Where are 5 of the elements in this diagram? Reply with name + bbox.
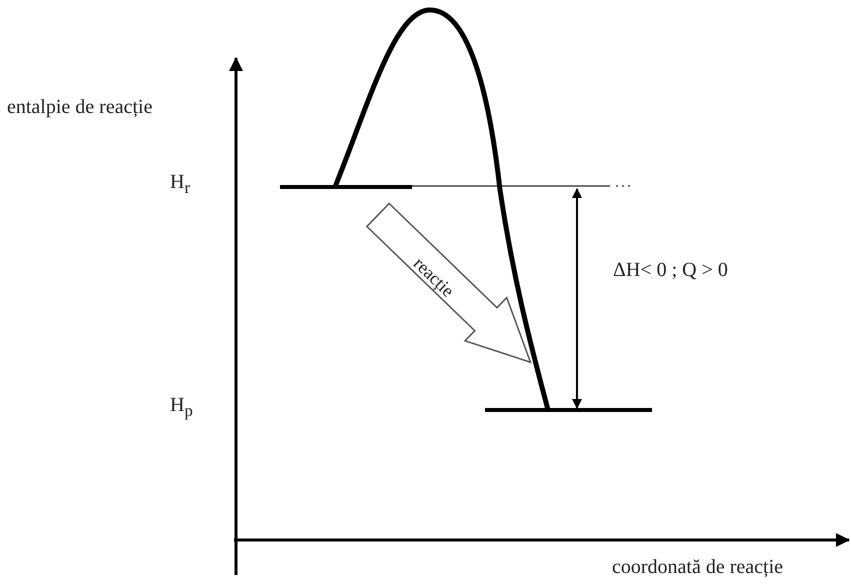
x-axis-label: coordonată de reacție bbox=[612, 557, 784, 577]
level-label: H$_{r}$ bbox=[170, 172, 190, 197]
y-axis-label: entalpie de reacție bbox=[7, 97, 152, 117]
level-label: H$_{p}$ bbox=[170, 395, 193, 420]
enthalpy-change-label: ΔH< 0 ; Q > 0 bbox=[613, 260, 728, 280]
